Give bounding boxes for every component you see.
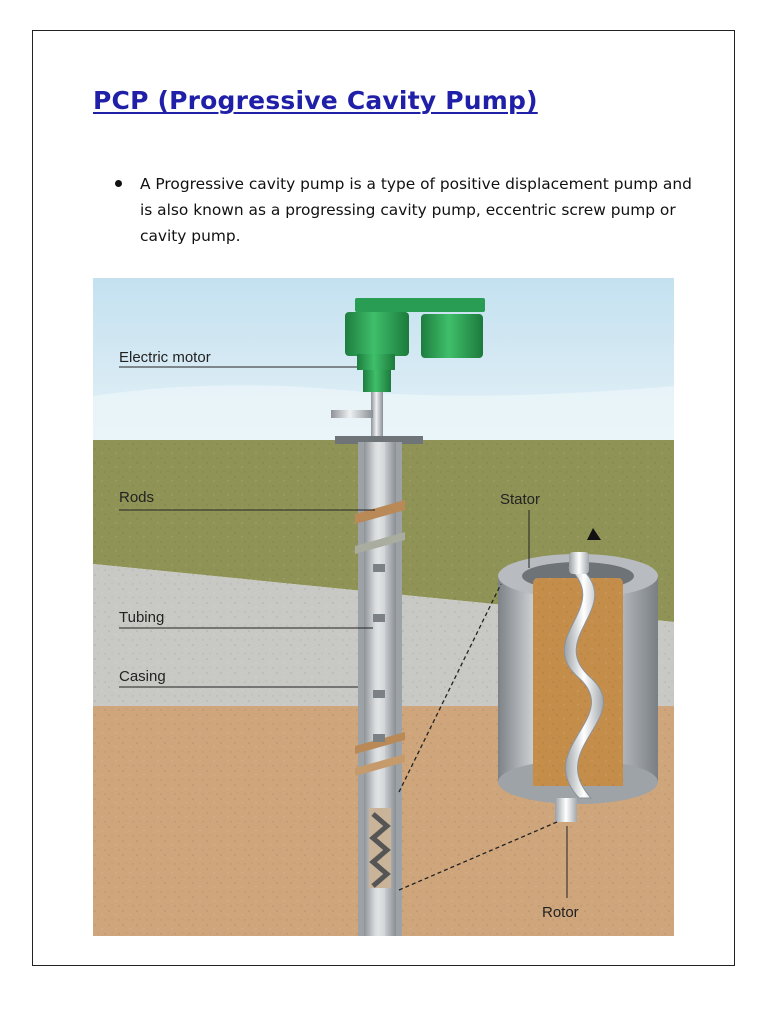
connector-top: [398, 583, 502, 793]
electric-motor: [331, 298, 485, 444]
well-column: [355, 442, 405, 936]
stator-detail: [498, 528, 658, 822]
label-tubing: Tubing: [119, 609, 164, 626]
bullet-list: A Progressive cavity pump is a type of p…: [112, 171, 702, 249]
label-rotor: Rotor: [542, 904, 579, 921]
label-casing: Casing: [119, 668, 166, 685]
label-rods: Rods: [119, 489, 154, 506]
page-title: PCP (Progressive Cavity Pump): [93, 86, 538, 115]
pcp-diagram: Electric motor Rods Tubing Casing Stator…: [93, 278, 674, 936]
page-border: [32, 30, 735, 966]
clouds: [93, 385, 674, 442]
label-stator: Stator: [500, 491, 540, 508]
pcp-diagram-svg: Electric motor Rods Tubing Casing Stator…: [93, 278, 674, 936]
bullet-marker: [115, 180, 122, 187]
label-electric-motor: Electric motor: [119, 349, 211, 366]
connector-bottom: [398, 821, 558, 891]
bullet-item: A Progressive cavity pump is a type of p…: [140, 175, 692, 245]
